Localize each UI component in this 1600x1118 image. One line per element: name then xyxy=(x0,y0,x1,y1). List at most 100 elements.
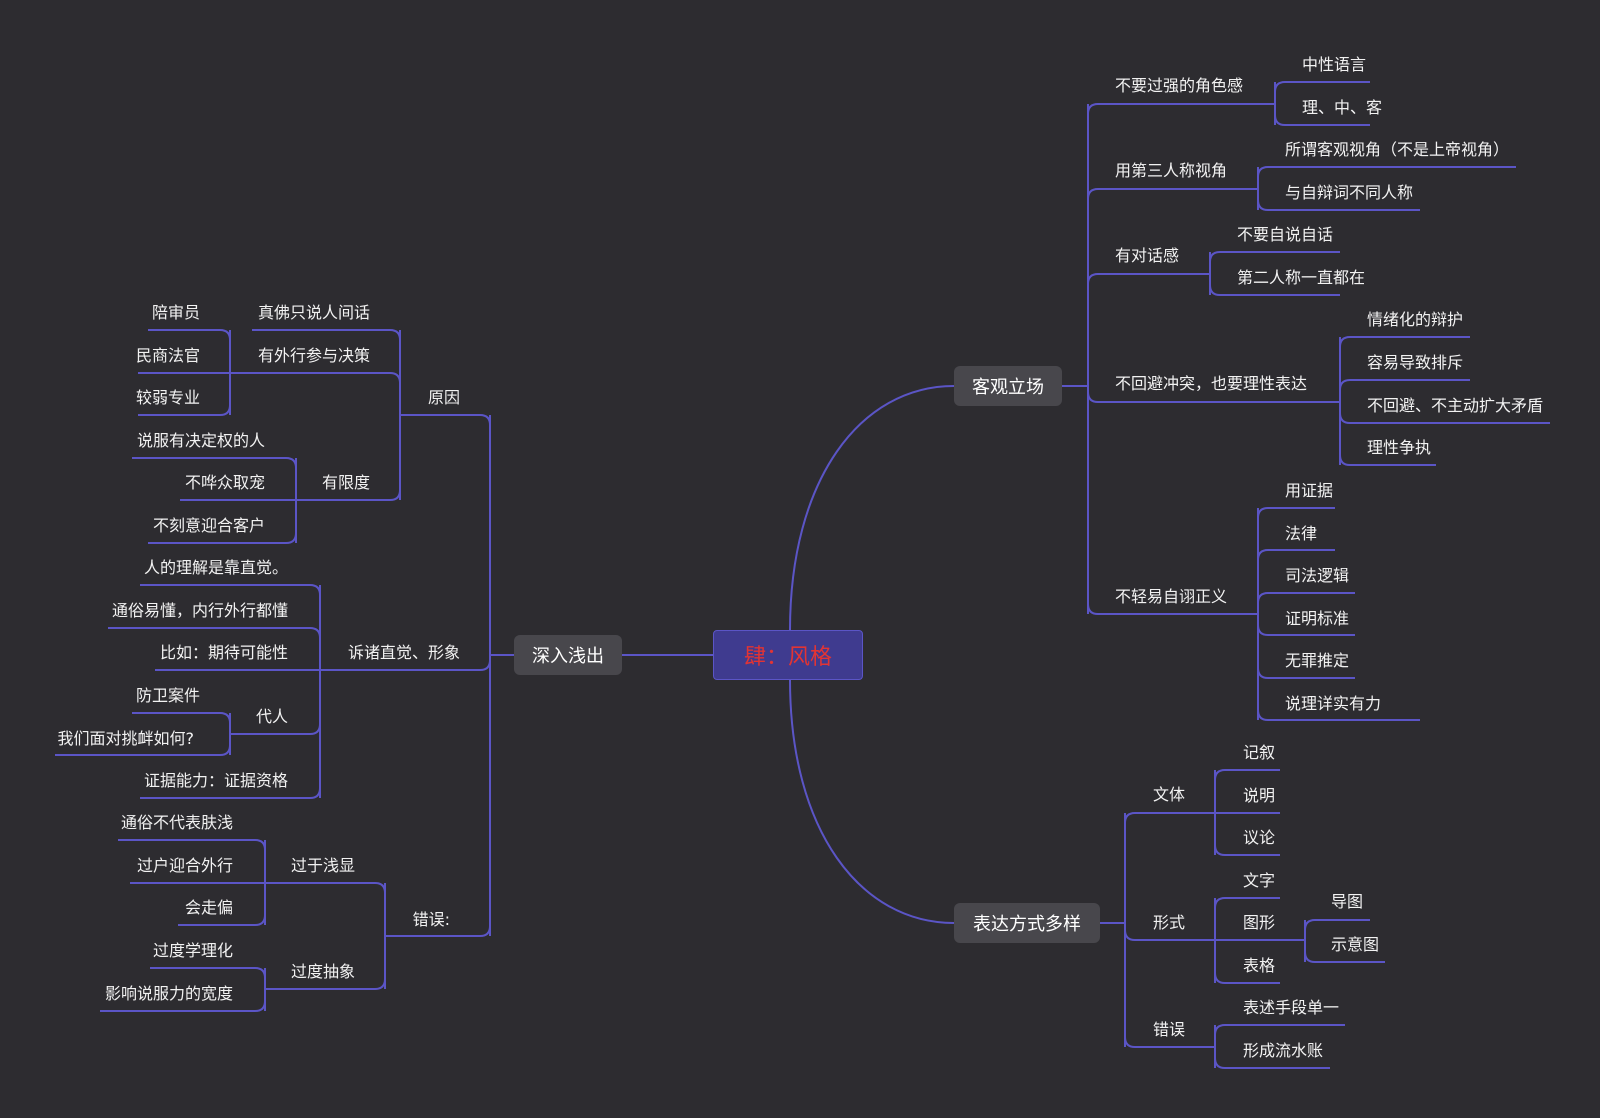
node-detailed-reasoning[interactable]: 说理详实有力 xyxy=(1285,694,1382,713)
connector-branch xyxy=(1209,251,1340,263)
connector-branch xyxy=(1304,919,1370,931)
connector-main xyxy=(789,385,955,631)
connector-branch xyxy=(1214,897,1280,909)
node-no-self-righteous[interactable]: 不轻易自诩正义 xyxy=(1115,587,1228,606)
connector-branch xyxy=(148,532,297,544)
node-reason-neutral[interactable]: 理、中、客 xyxy=(1302,98,1383,117)
connector-branch xyxy=(1087,391,1335,403)
node-third-person[interactable]: 用第三人称视角 xyxy=(1115,161,1228,180)
node-table-form[interactable]: 表格 xyxy=(1243,956,1276,975)
connector-branch xyxy=(1257,166,1516,178)
node-over-cater[interactable]: 过户迎合外行 xyxy=(136,856,233,875)
node-single-means[interactable]: 表述手段单一 xyxy=(1243,998,1340,1017)
node-exposition[interactable]: 说明 xyxy=(1243,786,1276,805)
connector-branch xyxy=(265,882,386,894)
connector-branch xyxy=(1087,273,1205,285)
node-judicial-logic[interactable]: 司法逻辑 xyxy=(1285,566,1350,585)
node-narrative[interactable]: 记叙 xyxy=(1243,743,1276,762)
node-argument[interactable]: 议论 xyxy=(1243,828,1276,847)
node-differ-from-defense[interactable]: 与自辩词不同人称 xyxy=(1285,183,1414,202)
node-facing-provocation[interactable]: 我们面对挑衅如何? xyxy=(57,729,195,748)
connector-branch xyxy=(1124,812,1213,824)
node-limited[interactable]: 有限度 xyxy=(321,473,370,492)
connector-branch xyxy=(1274,114,1370,126)
node-presumption-innocence[interactable]: 无罪推定 xyxy=(1285,651,1350,670)
connector-branch xyxy=(140,787,321,799)
node-rational-debate[interactable]: 理性争执 xyxy=(1367,438,1432,457)
node-juror[interactable]: 陪审员 xyxy=(151,303,200,322)
node-intuition[interactable]: 诉诸直觉、形象 xyxy=(347,643,460,662)
node-emotional-defense[interactable]: 情绪化的辩护 xyxy=(1367,310,1464,329)
connector-branch xyxy=(1214,1057,1330,1069)
node-commercial-judge[interactable]: 民商法官 xyxy=(135,346,200,365)
node-evidence-ability[interactable]: 证据能力：证据资格 xyxy=(143,771,288,790)
branch-expression[interactable]: 表达方式多样 xyxy=(954,903,1100,943)
connector-main xyxy=(789,679,955,924)
branch-deep-simple[interactable]: 深入浅出 xyxy=(514,635,622,675)
node-persuade-decider[interactable]: 说服有决定权的人 xyxy=(136,431,265,450)
node-no-crowd-pleasing[interactable]: 不哗众取宠 xyxy=(184,473,265,492)
branch-objective[interactable]: 客观立场 xyxy=(954,366,1062,406)
node-easy-understand[interactable]: 通俗易懂，内行外行都懂 xyxy=(111,601,288,620)
node-second-person[interactable]: 第二人称一直都在 xyxy=(1237,268,1366,287)
connector-branch xyxy=(230,723,321,735)
node-reason[interactable]: 原因 xyxy=(427,388,460,407)
node-form[interactable]: 形式 xyxy=(1153,913,1186,932)
node-layman-decision[interactable]: 有外行参与决策 xyxy=(257,346,370,365)
node-errors[interactable]: 错误: xyxy=(412,910,450,929)
node-mind-map[interactable]: 导图 xyxy=(1331,892,1364,911)
connector-branch xyxy=(1257,709,1420,721)
node-causes-rejection[interactable]: 容易导致排斥 xyxy=(1367,353,1464,372)
connector-branch xyxy=(230,372,401,384)
node-empathy[interactable]: 代人 xyxy=(255,707,288,726)
node-proof-standard[interactable]: 证明标准 xyxy=(1285,609,1350,628)
connector-branch xyxy=(1339,412,1550,424)
connector-branch xyxy=(132,712,231,724)
connector-branch xyxy=(1304,951,1385,963)
root-node[interactable]: 肆：风格 xyxy=(713,630,863,680)
node-objective-view[interactable]: 所谓客观视角（不是上帝视角） xyxy=(1285,140,1510,159)
node-neutral-language[interactable]: 中性语言 xyxy=(1302,55,1367,74)
node-no-pandering[interactable]: 不刻意迎合客户 xyxy=(152,516,265,535)
node-expectation[interactable]: 比如：期待可能性 xyxy=(159,643,288,662)
node-biased[interactable]: 会走偏 xyxy=(184,898,233,917)
node-understanding-intuition[interactable]: 人的理解是靠直觉。 xyxy=(143,558,288,577)
node-too-abstract[interactable]: 过度抽象 xyxy=(290,962,355,981)
node-expr-error[interactable]: 错误 xyxy=(1153,1020,1186,1039)
node-running-account[interactable]: 形成流水账 xyxy=(1243,1041,1324,1060)
connector-branch xyxy=(345,659,491,671)
node-law[interactable]: 法律 xyxy=(1285,524,1318,543)
node-no-self-talk[interactable]: 不要自说自话 xyxy=(1237,225,1334,244)
node-no-avoid-conflict[interactable]: 不回避冲突，也要理性表达 xyxy=(1115,374,1308,393)
node-affect-breadth[interactable]: 影响说服力的宽度 xyxy=(104,984,233,1003)
node-text-form[interactable]: 文字 xyxy=(1243,871,1276,890)
node-schematic[interactable]: 示意图 xyxy=(1331,935,1380,954)
connector-branch xyxy=(1087,603,1253,615)
node-popular-not-shallow[interactable]: 通俗不代表肤浅 xyxy=(120,813,233,832)
node-less-professional[interactable]: 较弱专业 xyxy=(135,388,200,407)
node-over-academic[interactable]: 过度学理化 xyxy=(152,941,233,960)
connector-branch xyxy=(1257,507,1335,519)
node-self-defense-case[interactable]: 防卫案件 xyxy=(135,686,200,705)
node-no-strong-role[interactable]: 不要过强的角色感 xyxy=(1115,76,1244,95)
node-graphics[interactable]: 图形 xyxy=(1243,913,1276,932)
node-genre[interactable]: 文体 xyxy=(1153,785,1186,804)
connector-branch xyxy=(1214,1024,1345,1036)
connector-branch xyxy=(1257,199,1420,211)
connector-branch xyxy=(100,1000,266,1012)
node-use-evidence[interactable]: 用证据 xyxy=(1285,481,1334,500)
connector-branch xyxy=(400,414,491,426)
connector-branch xyxy=(1257,592,1355,604)
connector-branch xyxy=(108,627,321,639)
connector-branch xyxy=(1124,929,1213,941)
connector-branch xyxy=(1257,624,1355,636)
node-too-shallow[interactable]: 过于浅显 xyxy=(290,856,355,875)
node-no-escalate[interactable]: 不回避、不主动扩大矛盾 xyxy=(1367,396,1544,415)
node-buddha-words[interactable]: 真佛只说人间话 xyxy=(257,303,370,322)
connector-branch xyxy=(150,967,266,979)
connector-branch xyxy=(1214,844,1280,856)
node-dialogue-sense[interactable]: 有对话感 xyxy=(1115,246,1180,265)
connector-branch xyxy=(138,404,231,416)
connector-branch xyxy=(1257,667,1355,679)
connector-branch xyxy=(148,329,231,341)
